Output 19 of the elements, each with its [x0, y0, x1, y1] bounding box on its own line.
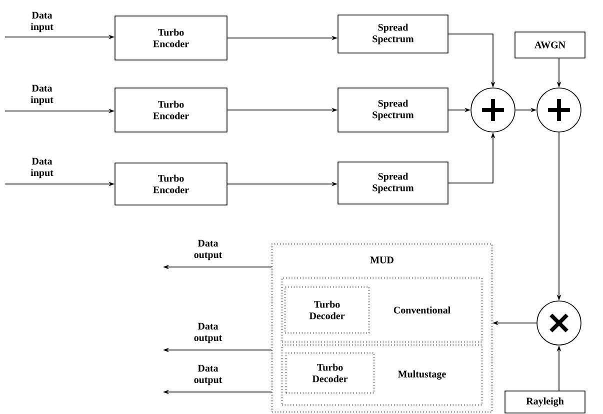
decoder-box: Turbo Decoder: [284, 286, 370, 334]
noise-box: AWGN: [514, 32, 586, 58]
multiplier-circle: [536, 300, 582, 346]
edge-label: Data output: [191, 238, 225, 262]
channel-box: Rayleigh: [504, 390, 586, 414]
edge-label: Data input: [25, 84, 59, 106]
edge-label: Data output: [191, 364, 225, 386]
encoder-box: Turbo Encoder: [114, 162, 228, 206]
encoder-box: Turbo Encoder: [114, 88, 228, 132]
decoder-box: Turbo Decoder: [286, 352, 374, 394]
edge-label: Data input: [25, 10, 59, 34]
edge-label: Data output: [191, 322, 225, 344]
spreader-box: Spread Spectrum: [338, 14, 448, 54]
adder-circle: [470, 88, 516, 132]
edge-label: Data input: [25, 156, 59, 180]
adder-circle: [536, 88, 582, 132]
encoder-box: Turbo Encoder: [114, 16, 228, 60]
spreader-box: Spread Spectrum: [338, 162, 448, 204]
spreader-box: Spread Spectrum: [338, 88, 448, 132]
